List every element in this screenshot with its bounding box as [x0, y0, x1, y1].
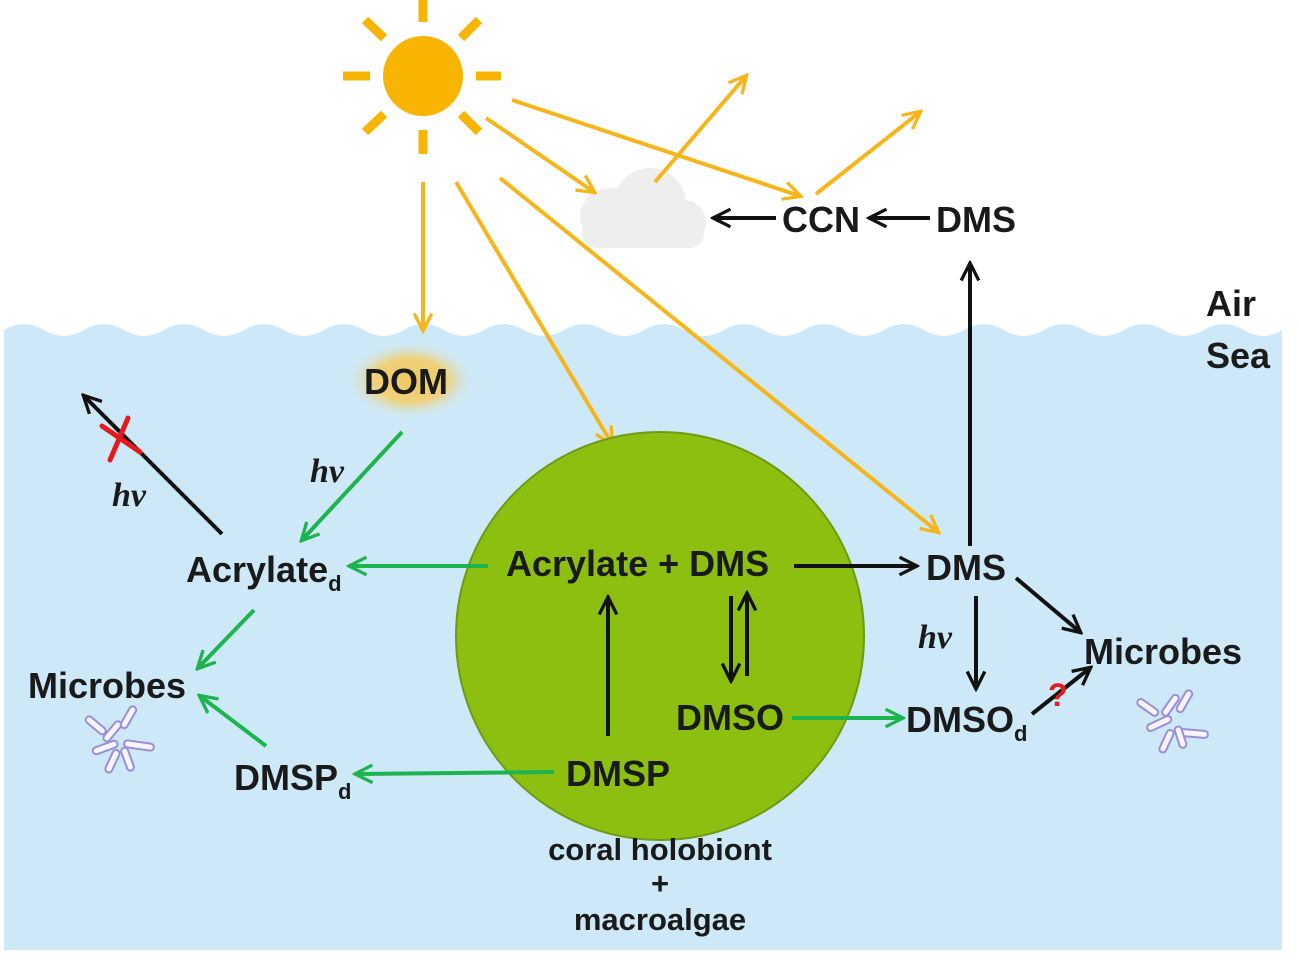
acrylate-d-label: Acrylated: [186, 549, 342, 596]
ccn-label: CCN: [782, 199, 860, 240]
acrylate-plus-dms-label: Acrylate + DMS: [506, 543, 769, 584]
question-mark-icon: ?: [1048, 677, 1068, 713]
bacteria-icon: [1136, 689, 1209, 754]
sunlight-to-sea-dms-arrow: [498, 176, 938, 532]
dmso-d-label: DMSOd: [906, 699, 1027, 746]
cross-mark-icon: [99, 415, 143, 463]
caption-line-3: macroalgae: [574, 902, 746, 937]
hv-label-acrylate: hν: [112, 477, 147, 514]
dmsp-d-label: DMSPd: [234, 757, 351, 804]
bacteria-icon: [84, 705, 155, 774]
sun-icon: [343, 0, 501, 154]
dom-glow: [344, 340, 476, 420]
caption-line-2: +: [651, 866, 669, 901]
microbes-left-label: Microbes: [28, 665, 186, 706]
microbes-right-label: Microbes: [1084, 631, 1242, 672]
dms-sea-label: DMS: [926, 547, 1006, 588]
coral-to-dmspd-arrow: [356, 772, 555, 774]
solar-radiation-arrows: [423, 76, 938, 532]
sea-label: Sea: [1206, 335, 1271, 376]
dmsp-label: DMSP: [566, 753, 670, 794]
sunlight-to-coral-arrow: [454, 180, 612, 444]
cloud-reflect-arrow: [653, 76, 746, 184]
ccn-reflect-arrow: [814, 112, 920, 196]
caption-line-1: coral holobiont: [548, 832, 772, 867]
hv-label-dom: hν: [310, 453, 345, 490]
cloud-icon: [580, 168, 706, 248]
acrylate-photolysis-arrow: [84, 396, 224, 536]
acrylate-to-microbes-arrow: [198, 608, 256, 668]
dmso-label: DMSO: [676, 697, 784, 738]
hv-label-dms: hν: [918, 619, 953, 656]
dmsod-to-microbes-arrow: [1030, 668, 1090, 716]
dom-to-acrylate-arrow: [302, 430, 404, 540]
air-label: Air: [1206, 283, 1256, 324]
sunlight-to-ccn-arrow: [511, 98, 800, 196]
coral-holobiont-circle: [455, 431, 865, 841]
dmspd-to-microbes-arrow: [200, 696, 268, 748]
sunlight-to-cloud-arrow: [484, 116, 594, 192]
dom-label: DOM: [364, 361, 448, 402]
dms-atmosphere-label: DMS: [936, 199, 1016, 240]
dms-to-microbes-arrow: [1014, 576, 1080, 632]
